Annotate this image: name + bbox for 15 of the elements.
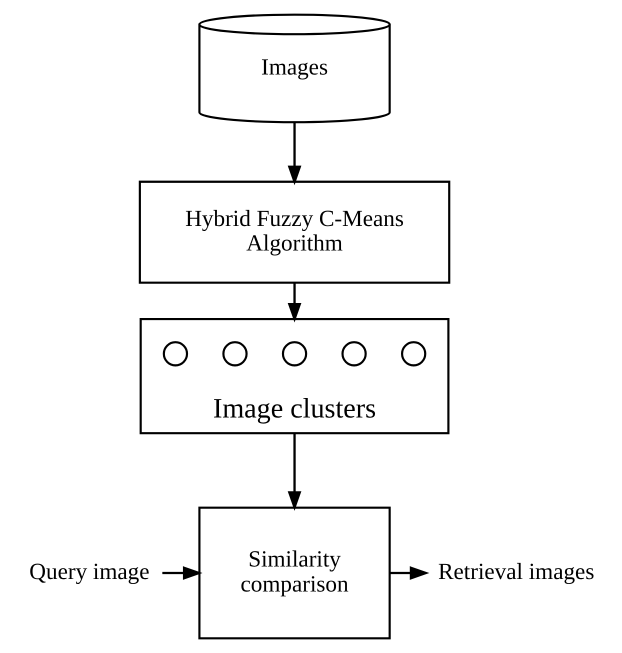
node-circle — [162, 341, 188, 366]
arrow — [287, 433, 301, 511]
node-circle — [400, 341, 426, 366]
node-text: Retrieval images — [438, 559, 594, 586]
node-circle — [340, 341, 366, 366]
node-text: Query image — [28, 559, 150, 586]
arrow — [389, 566, 429, 580]
arrow — [287, 122, 301, 186]
arrow — [162, 566, 202, 580]
cluster: Image clusters — [139, 318, 449, 434]
node-circle — [281, 341, 307, 366]
node-box: Hybrid Fuzzy C-Means Algorithm — [138, 180, 450, 284]
arrow — [287, 283, 301, 323]
node-box: Similarity comparison — [198, 506, 390, 640]
node-circle — [222, 341, 248, 366]
